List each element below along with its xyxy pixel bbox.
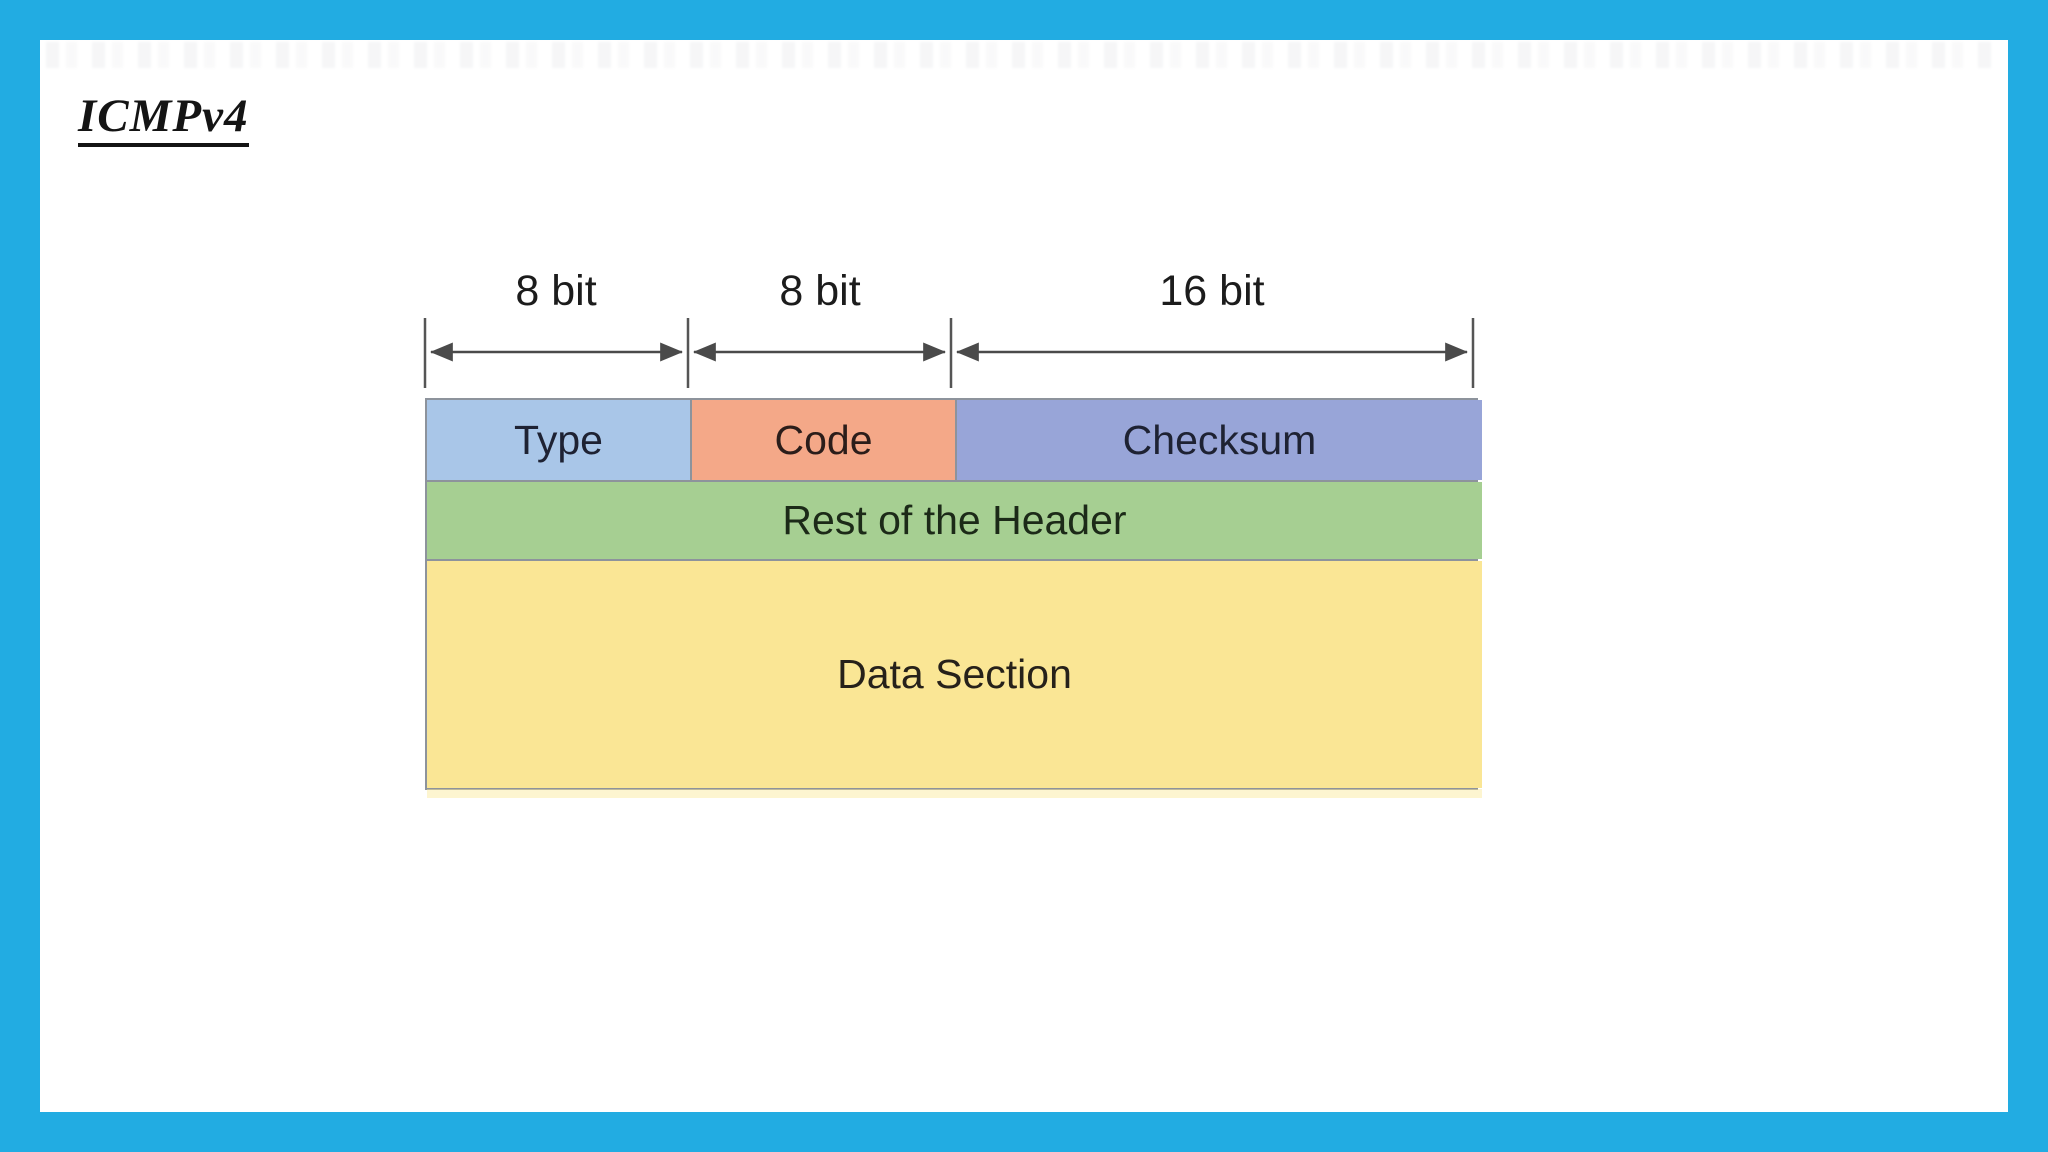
field-cell-type: Type [427, 400, 690, 480]
field-cell-code: Code [692, 400, 955, 480]
cropped-ghost-text [46, 42, 1992, 68]
bit-width-label-type: 8 bit [515, 267, 597, 315]
dimension-lines [423, 318, 1475, 388]
slide-canvas: ICMPv4 8 bit 8 bit 16 bit [40, 40, 2008, 1112]
page-title: ICMPv4 [78, 91, 249, 148]
bit-width-label-code: 8 bit [779, 267, 861, 315]
boundary-ticks [423, 318, 1475, 388]
field-cell-rest-of-header: Rest of the Header [427, 482, 1482, 559]
bit-width-label-checksum: 16 bit [1159, 267, 1265, 315]
packet-structure-table: Type Code Checksum Rest of the Header Da… [425, 398, 1482, 798]
field-cell-data-section: Data Section [427, 561, 1482, 798]
field-cell-checksum: Checksum [957, 400, 1482, 480]
